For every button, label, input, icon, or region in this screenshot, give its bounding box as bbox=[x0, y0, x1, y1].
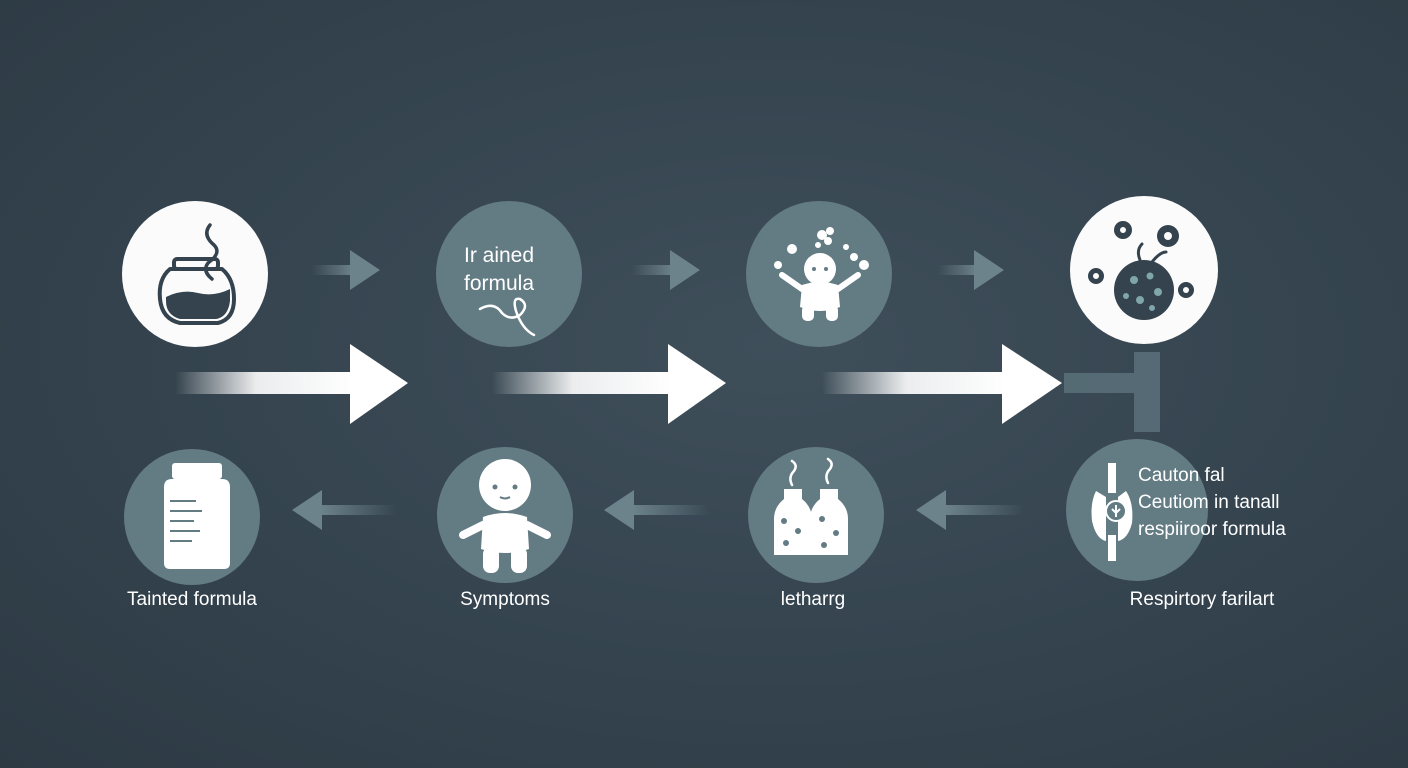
baby-bubbles-icon bbox=[774, 227, 869, 321]
baby-bubbles-node bbox=[746, 201, 892, 347]
top-arrow-3 bbox=[938, 250, 1004, 290]
respiratory-node bbox=[1066, 439, 1208, 581]
callout-line-2: Ceutiom in tanall bbox=[1138, 492, 1280, 513]
two-bottles-icon bbox=[774, 457, 848, 555]
bacteria-node bbox=[1070, 196, 1218, 344]
callout-text: Cauton fal Ceutiom in tanall respiiroor … bbox=[1138, 462, 1286, 543]
callout-line-1: Cauton fal bbox=[1138, 465, 1225, 486]
symptoms-node bbox=[437, 447, 573, 583]
callout-line-3: respiiroor formula bbox=[1138, 519, 1286, 540]
main-arrow-3 bbox=[822, 344, 1062, 424]
top-arrow-2 bbox=[632, 250, 700, 290]
label-respiratory: Respirtory farilart bbox=[1129, 589, 1275, 610]
main-arrow-1 bbox=[175, 344, 408, 424]
lungs-icon bbox=[1091, 463, 1133, 561]
label-symptoms: Symptoms bbox=[460, 589, 550, 610]
jar-node bbox=[122, 201, 268, 347]
label-tainted-formula: Tainted formula bbox=[127, 589, 257, 610]
bottle-icon bbox=[164, 463, 230, 569]
top-arrow-1 bbox=[312, 250, 380, 290]
bottom-arrow-2 bbox=[604, 490, 710, 530]
baby-icon bbox=[459, 459, 551, 573]
trained-formula-node: Ir ained formula bbox=[436, 201, 582, 347]
bottom-arrow-1 bbox=[292, 490, 396, 530]
node-text-line-1: Ir ained bbox=[464, 244, 535, 267]
squiggle-icon bbox=[478, 297, 536, 337]
callout-connector bbox=[1064, 352, 1160, 432]
tainted-formula-node bbox=[124, 449, 260, 585]
bottom-arrow-3 bbox=[916, 490, 1024, 530]
bacteria-icon bbox=[1088, 221, 1194, 320]
label-lethargy: letharrg bbox=[780, 589, 846, 610]
main-arrow-2 bbox=[492, 344, 726, 424]
node-text-line-2: formula bbox=[464, 272, 535, 295]
jar-icon bbox=[157, 223, 236, 325]
lethargy-node bbox=[748, 447, 884, 583]
